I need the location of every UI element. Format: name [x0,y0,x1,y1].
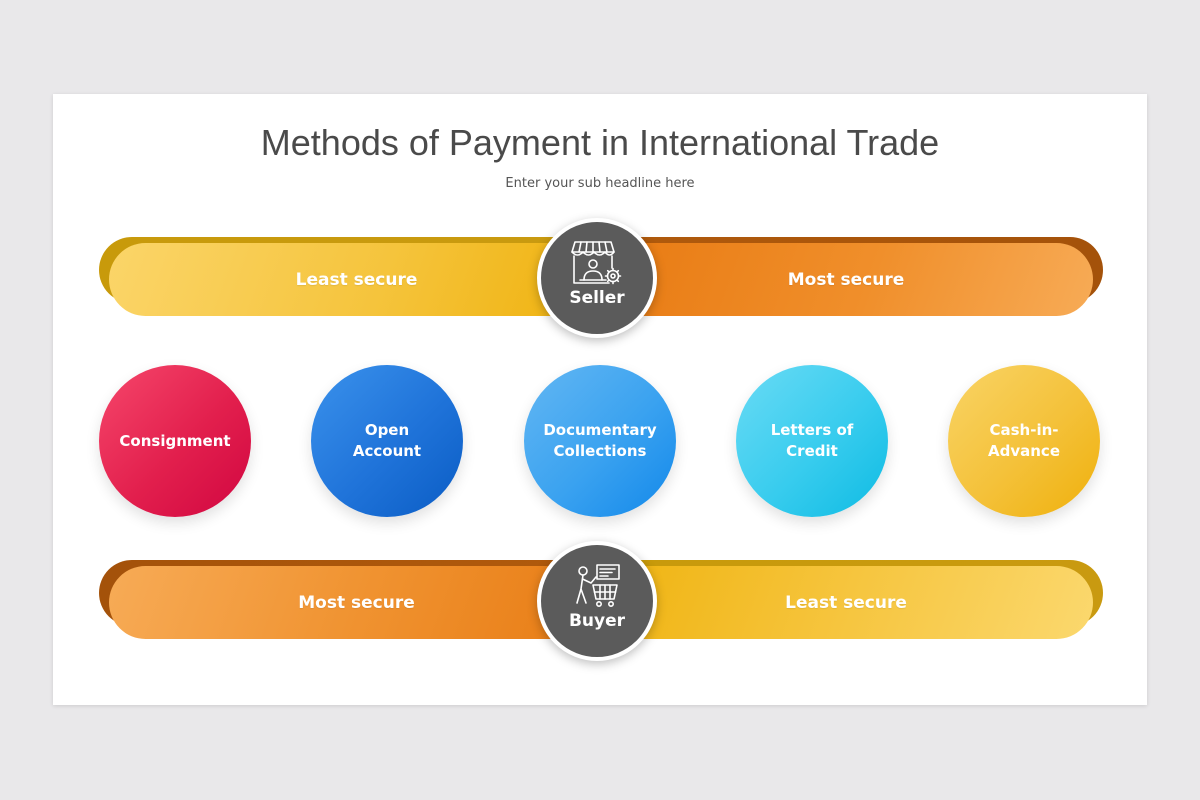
buyer-hub-label: Buyer [568,611,626,631]
seller-hub: Seller [537,218,657,338]
page-title: Methods of Payment in International Trad… [260,122,940,163]
method-open-account: Open Account [311,365,463,517]
buyer-left-label: Most secure [298,592,415,613]
method-cash-in-advance: Cash-in- Advance [948,365,1100,517]
method-consignment: Consignment [99,365,251,517]
storefront-seller-icon [571,241,622,285]
seller-left-label: Least secure [295,269,418,290]
seller-least-secure-segment: Least secure [109,243,604,316]
method-documentary-collections: Documentary Collections [524,365,676,517]
buyer-most-secure-segment: Most secure [109,566,604,639]
seller-most-secure-segment: Most secure [599,243,1093,316]
method-letters-of-credit: Letters of Credit [736,365,888,517]
slide: Methods of Payment in International Trad… [53,94,1147,705]
buyer-least-secure-segment: Least secure [599,566,1093,639]
buyer-right-label: Least secure [785,592,907,613]
page-subtitle: Enter your sub headline here [505,176,695,191]
seller-right-label: Most secure [787,269,905,290]
buyer-hub: Buyer [537,541,657,661]
seller-hub-label: Seller [569,288,625,308]
shopping-cart-buyer-icon [576,564,620,607]
